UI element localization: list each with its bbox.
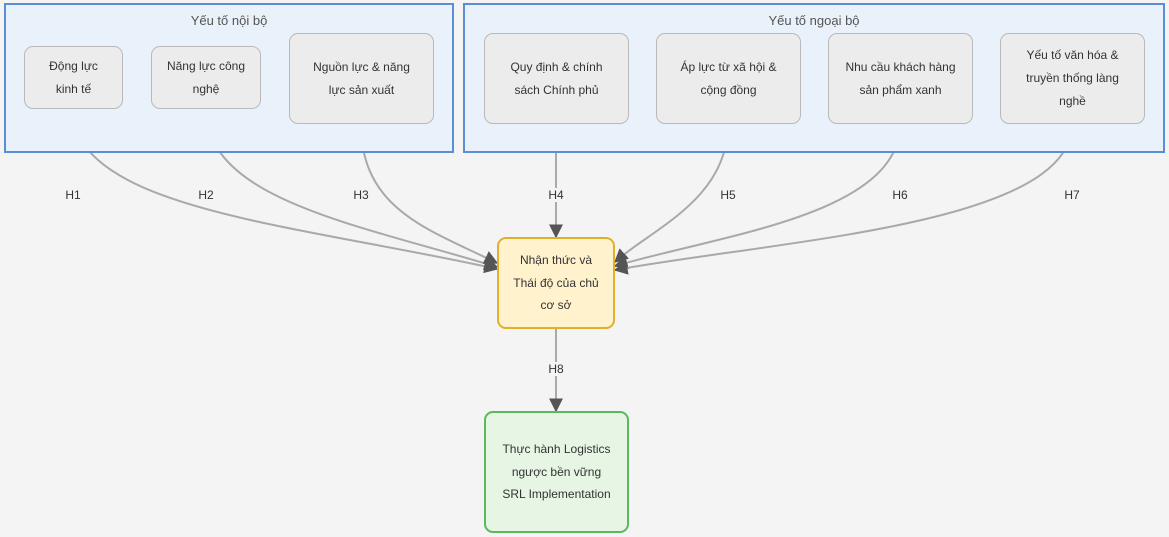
node-production-resources: Nguồn lực & năng lực sản xuất (289, 33, 434, 124)
node-owner-awareness-attitude: Nhận thức và Thái độ của chủ cơ sở (497, 237, 615, 329)
hypothesis-label-h2: H2 (196, 188, 216, 202)
hypothesis-label-h3: H3 (351, 188, 371, 202)
node-label: Năng lực công nghệ (166, 58, 246, 96)
edge-h6 (613, 123, 901, 270)
node-government-policy: Quy định & chính sách Chính phủ (484, 33, 629, 124)
node-sublabel: SRL Implementation (502, 487, 611, 502)
hypothesis-label-h4: H4 (546, 188, 566, 202)
external-factors-title: Yếu tố ngoại bộ (768, 13, 860, 28)
node-social-pressure: Áp lực từ xã hội & cộng đồng (656, 33, 801, 124)
node-economic-motivation: Động lực kinh tế (24, 46, 123, 109)
node-label: Quy định & chính sách Chính phủ (510, 59, 603, 97)
node-green-demand: Nhu cầu khách hàng sản phẩm xanh (828, 33, 973, 124)
edge-h3 (360, 123, 499, 264)
node-label: Nhu cầu khách hàng sản phẩm xanh (845, 59, 956, 97)
hypothesis-label-h8: H8 (546, 362, 566, 376)
edge-h7 (613, 123, 1073, 275)
node-label: Nguồn lực & năng lực sản xuất (313, 59, 410, 97)
hypothesis-label-h5: H5 (718, 188, 738, 202)
node-label: Thực hành Logistics ngược bền vững (502, 441, 611, 479)
internal-factors-title: Yếu tố nội bộ (190, 13, 268, 28)
node-technology-capability: Năng lực công nghệ (151, 46, 261, 109)
node-craft-village-culture: Yếu tố văn hóa & truyền thống làng nghề (1000, 33, 1145, 124)
node-label: Nhận thức và Thái độ của chủ cơ sở (513, 252, 599, 313)
node-label: Áp lực từ xã hội & cộng đồng (680, 59, 777, 97)
hypothesis-label-h7: H7 (1062, 188, 1082, 202)
node-label: Động lực kinh tế (49, 58, 98, 96)
node-srl-implementation: Thực hành Logistics ngược bền vững SRL I… (484, 411, 629, 533)
node-label: Yếu tố văn hóa & truyền thống làng nghề (1026, 48, 1119, 108)
hypothesis-label-h1: H1 (63, 188, 83, 202)
hypothesis-label-h6: H6 (890, 188, 910, 202)
